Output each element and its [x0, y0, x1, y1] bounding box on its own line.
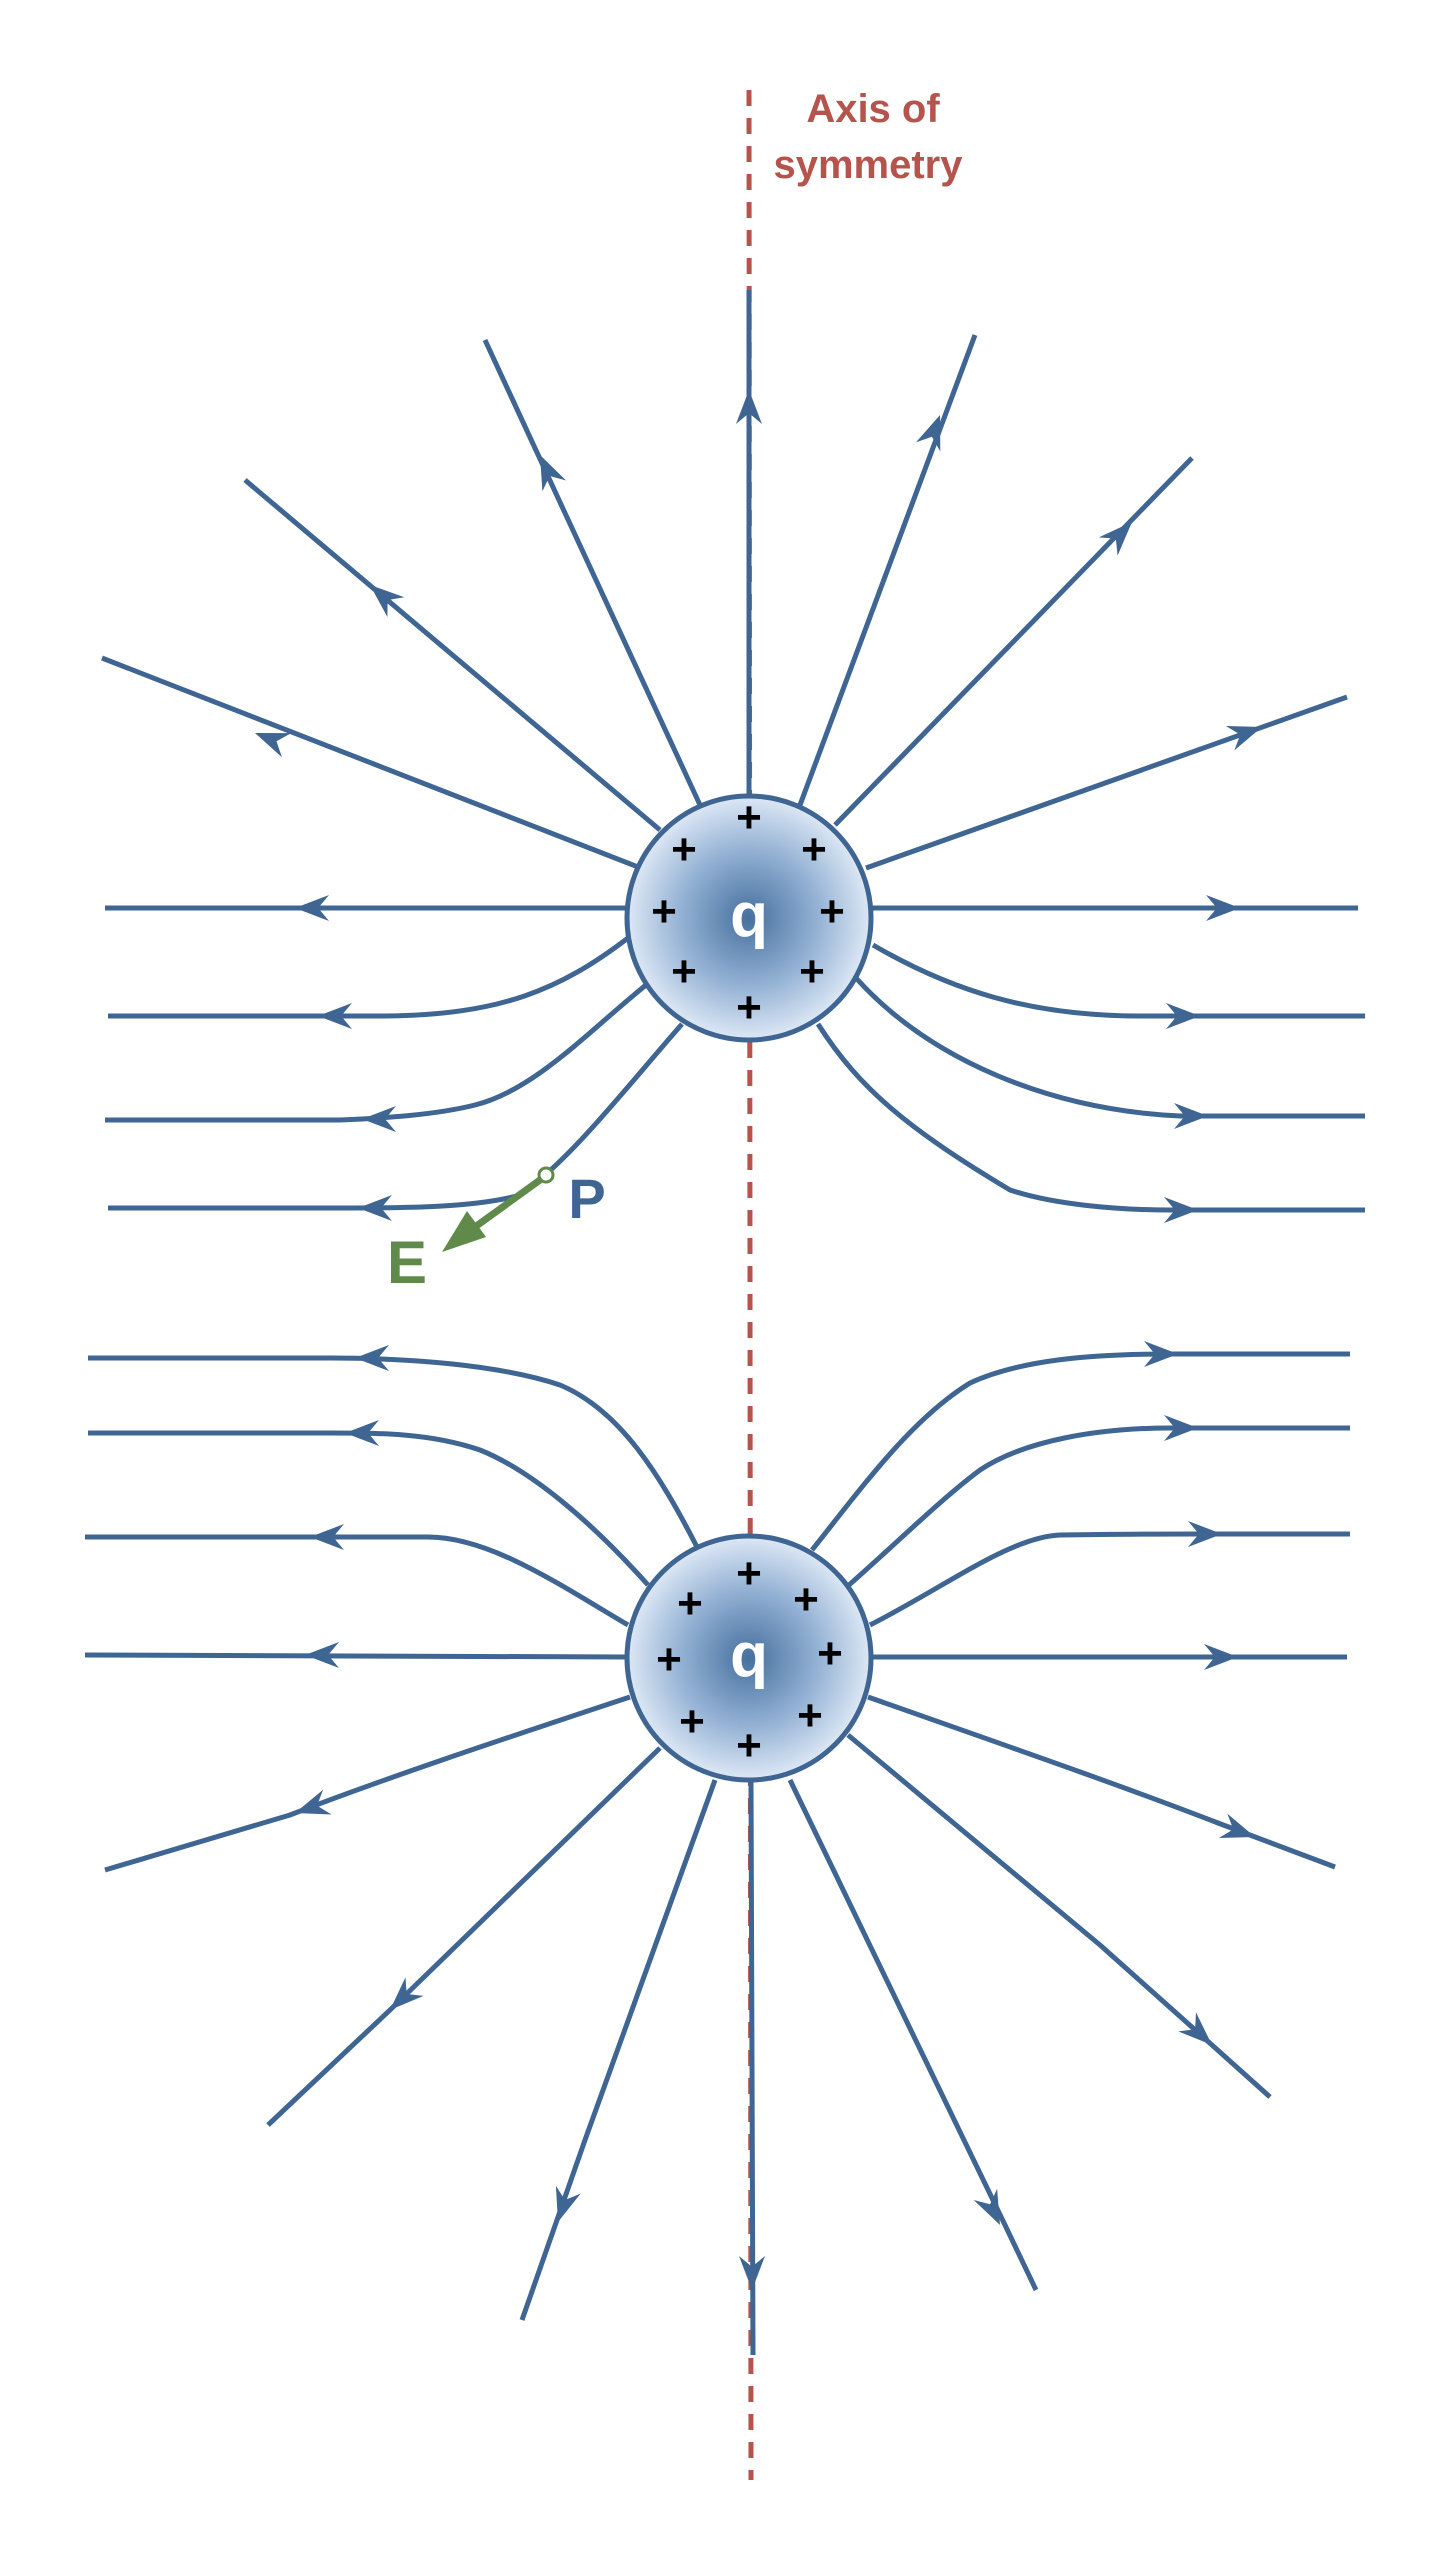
field-line-arrowhead [358, 1195, 392, 1221]
plus-sign: + [671, 825, 697, 874]
field-line [108, 936, 630, 1019]
field-line-arrowhead [295, 1789, 332, 1815]
field-line-arrowhead [1098, 522, 1132, 556]
field-line-arrowhead [736, 390, 762, 424]
field-line-arrowhead [739, 2256, 765, 2290]
field-line [815, 1022, 1365, 1213]
plus-sign: + [677, 1579, 703, 1628]
field-line [105, 983, 648, 1123]
plus-sign: + [679, 1697, 705, 1746]
field-line-arrowhead [318, 1003, 352, 1029]
field-line-arrowhead [295, 895, 329, 921]
field-line-arrowhead [1166, 1003, 1200, 1029]
field-line-arrowhead [915, 415, 941, 452]
field-line [88, 1355, 700, 1549]
field-vector: P E [387, 1166, 606, 1296]
field-line [482, 338, 703, 807]
field-line [810, 1351, 1350, 1552]
plus-sign: + [819, 887, 845, 936]
plus-sign: + [736, 983, 762, 1032]
field-line [797, 334, 978, 806]
lower-charge-symbol: q [730, 1621, 768, 1690]
lower-charge-sphere [624, 1533, 874, 1783]
plus-sign: + [799, 947, 825, 996]
field-line-arrowhead [1164, 1415, 1198, 1441]
plus-sign: + [736, 793, 762, 842]
field-line [243, 478, 662, 832]
field-line-arrowhead [310, 1524, 344, 1550]
field-lines [84, 290, 1365, 2356]
field-line [871, 942, 1365, 1019]
field-line [846, 1733, 1272, 2099]
field-line [868, 1531, 1350, 1628]
field-line-arrowhead [1204, 1644, 1238, 1670]
field-line-arrowhead [355, 1345, 389, 1371]
axis-label-line1: Axis of [806, 87, 940, 131]
upper-charge-symbol: q [730, 881, 768, 950]
field-line-arrowhead [973, 2188, 1000, 2225]
plus-sign: + [817, 1629, 843, 1678]
field-line-arrowhead [1206, 895, 1240, 921]
upper-charge-sphere [624, 793, 874, 1043]
plus-sign: + [797, 1691, 823, 1740]
field-line [519, 1779, 718, 2321]
field-line-arrowhead [555, 2185, 581, 2222]
field-line-arrowhead [1225, 726, 1262, 751]
upper-charge: q + + + + + + + + [624, 793, 874, 1043]
field-vector-label: E [387, 1229, 427, 1296]
field-line-arrowhead [1174, 1103, 1208, 1129]
field-line [854, 976, 1365, 1119]
field-line [104, 1694, 631, 1873]
field-vector-shaft [465, 1177, 543, 1235]
field-line-arrowhead [362, 1106, 396, 1132]
field-line-arrowhead [255, 733, 292, 758]
field-line [88, 1430, 650, 1587]
plus-sign: + [801, 825, 827, 874]
upper-charge-signs: + + + + + + + + [651, 793, 845, 1032]
field-line-arrowhead [1218, 1813, 1255, 1838]
field-line-arrowhead [305, 1642, 339, 1668]
plus-sign: + [651, 887, 677, 936]
plus-sign: + [656, 1635, 682, 1684]
point-p-marker [537, 1166, 555, 1184]
field-line [787, 1778, 1039, 2292]
field-line-arrowhead [1144, 1341, 1178, 1367]
field-line [847, 1425, 1350, 1587]
field-vector-arrowhead [442, 1211, 486, 1252]
axis-label-line2: symmetry [773, 143, 963, 187]
field-line-arrowhead [370, 585, 405, 617]
field-line [748, 1779, 756, 2356]
field-line [84, 1652, 628, 1660]
plus-sign: + [793, 1575, 819, 1624]
plus-sign: + [736, 1721, 762, 1770]
field-line-arrowhead [1188, 1521, 1222, 1547]
point-p-label: P [568, 1167, 605, 1230]
field-line-arrowhead [1178, 2012, 1212, 2045]
field-line [865, 694, 1348, 871]
field-line [101, 655, 639, 870]
field-line [85, 1534, 630, 1628]
lower-charge-signs: + + + + + + + + [656, 1549, 843, 1770]
field-line-arrowhead [1164, 1197, 1198, 1223]
field-line [266, 1746, 662, 2127]
field-line [833, 456, 1194, 827]
plus-sign: + [671, 947, 697, 996]
field-line-arrowhead [345, 1420, 379, 1446]
lower-charge: q + + + + + + + + [624, 1533, 874, 1783]
field-line-arrowhead [540, 455, 567, 492]
field-line-arrowhead [390, 1977, 424, 2010]
field-line [867, 1694, 1336, 1870]
plus-sign: + [736, 1549, 762, 1598]
